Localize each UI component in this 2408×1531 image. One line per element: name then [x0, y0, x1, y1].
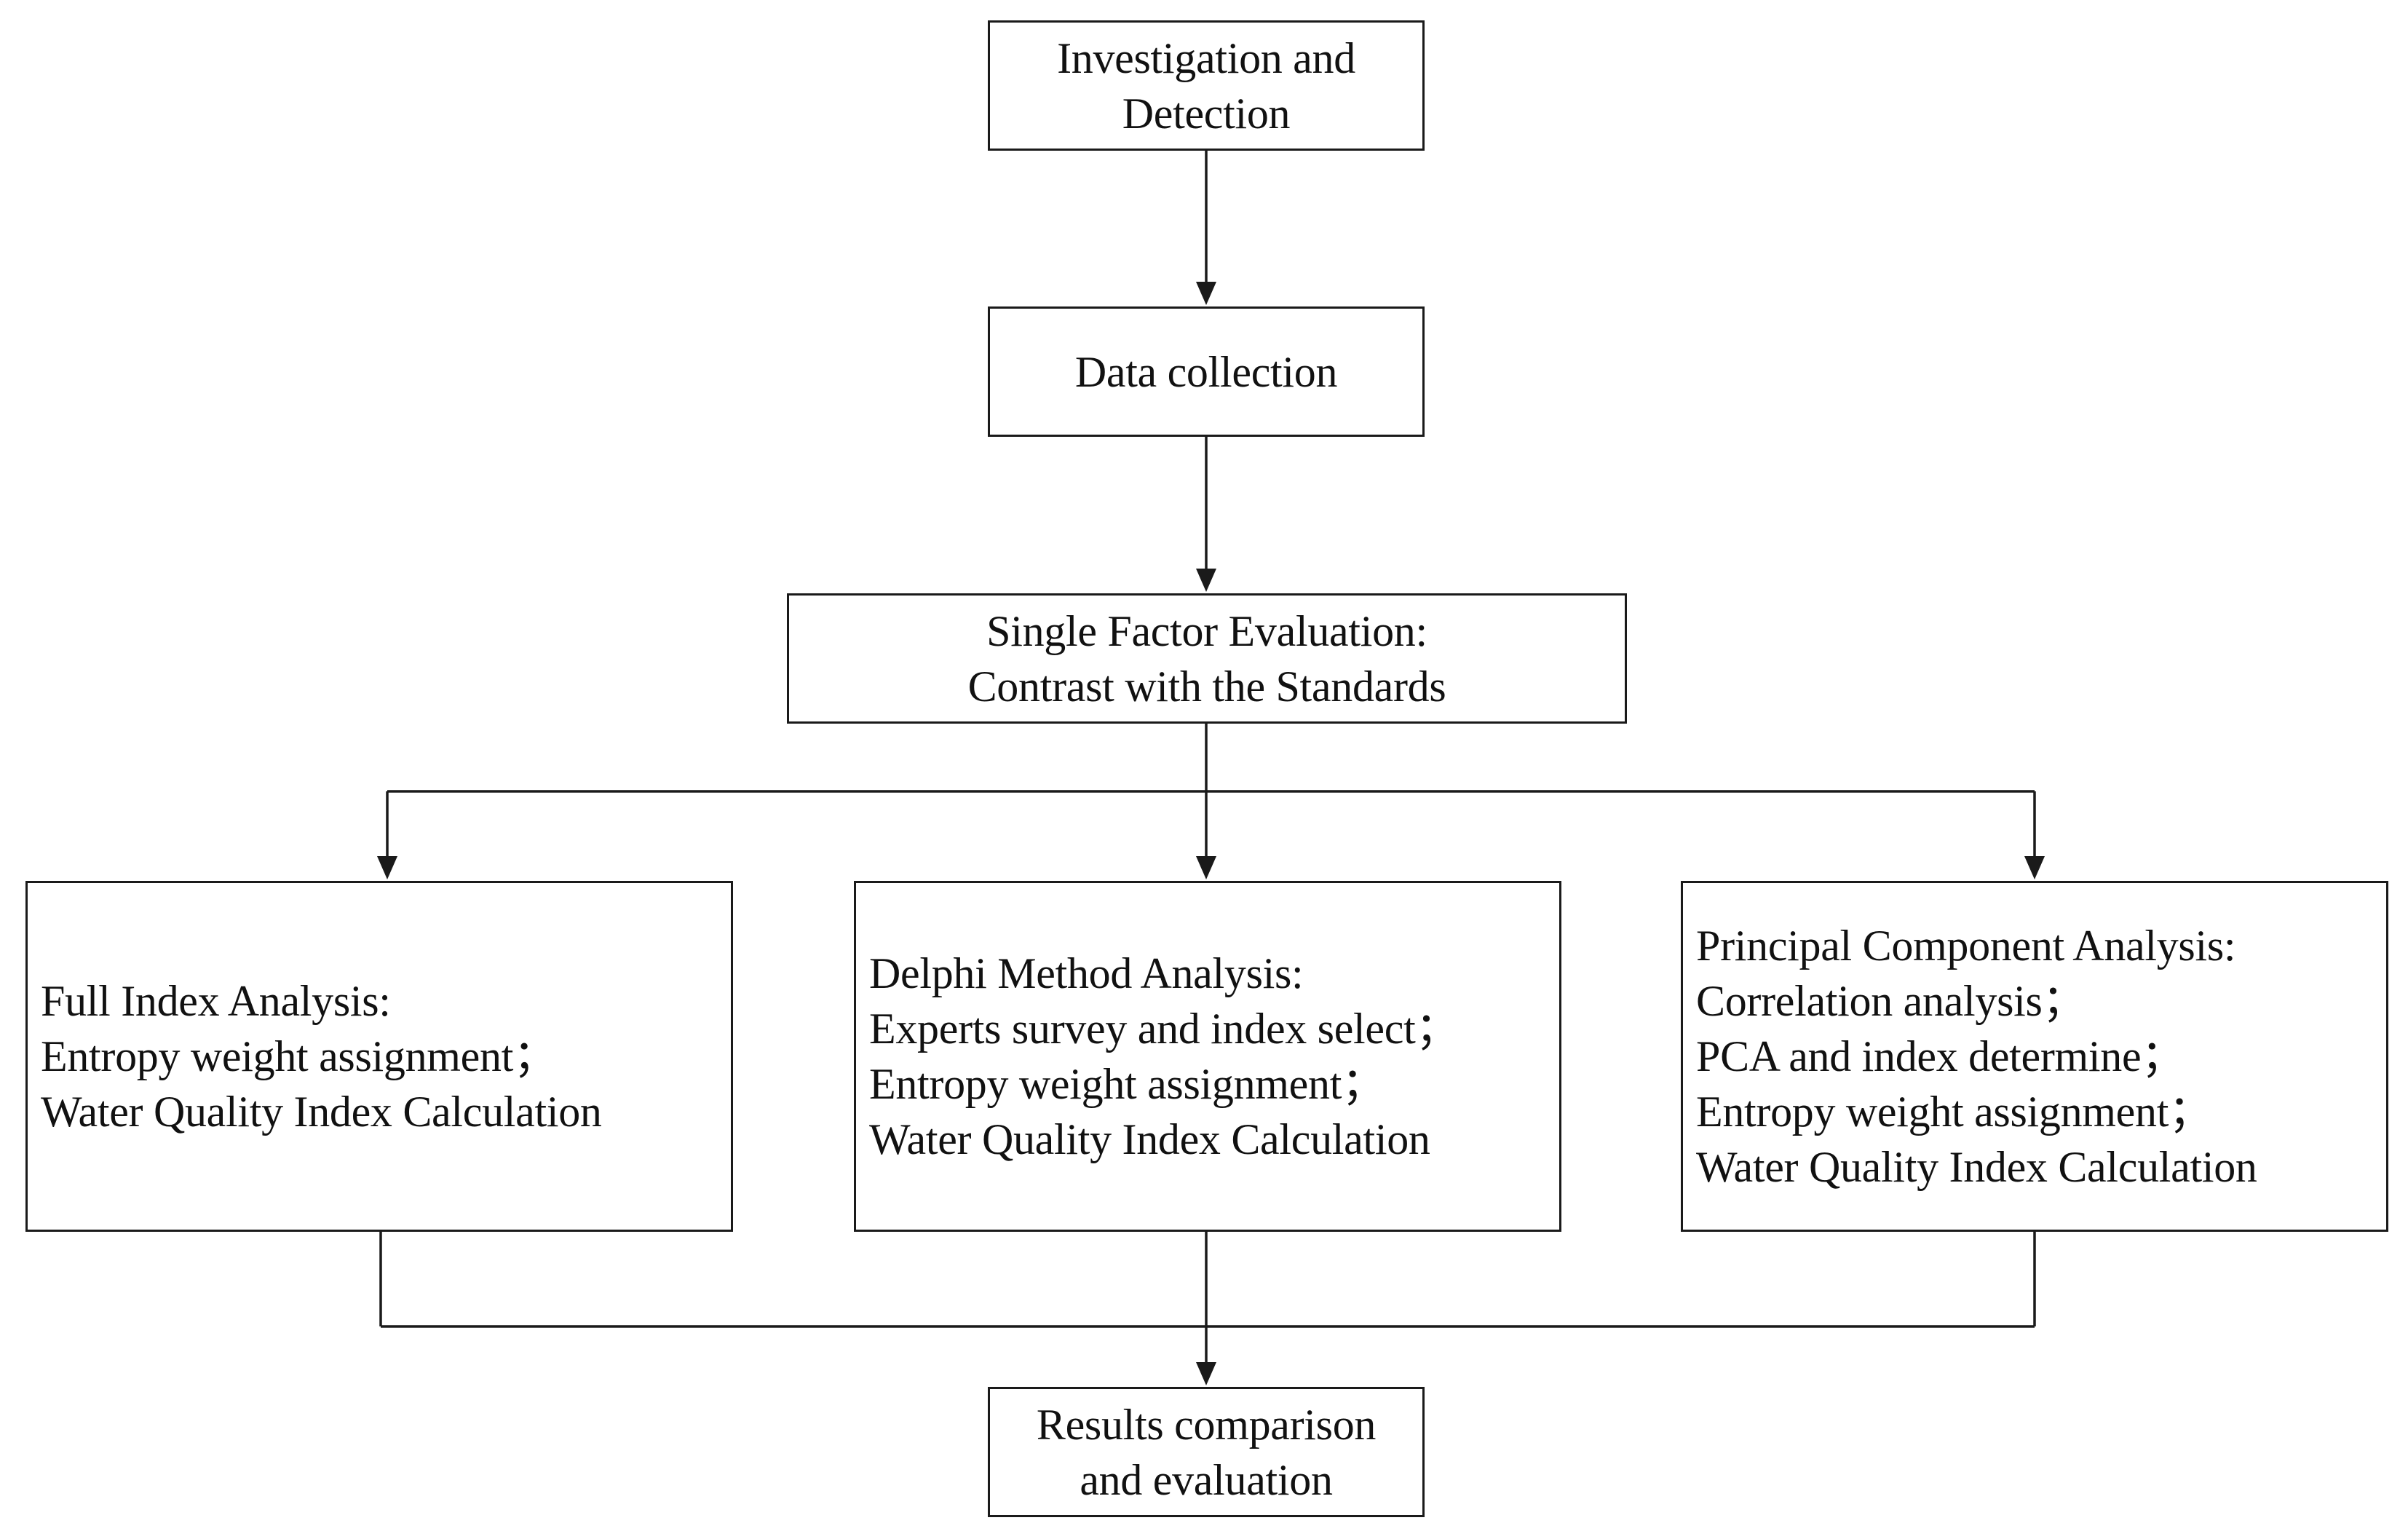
node-text-line: Water Quality Index Calculation	[869, 1115, 1430, 1163]
node-text-line: Results comparison	[1036, 1400, 1377, 1449]
node-text-line: Full Index Analysis:	[41, 977, 391, 1025]
node-text-line: Entropy weight assignment；	[869, 1060, 1385, 1108]
node-text-line: Contrast with the Standards	[967, 662, 1446, 711]
arrowhead-delphi	[1196, 856, 1216, 879]
node-text-line: Water Quality Index Calculation	[1696, 1143, 2257, 1191]
node-text-line: Single Factor Evaluation:	[986, 606, 1427, 655]
arrowhead-single-factor	[1196, 569, 1216, 592]
node-text-line: PCA and index determine；	[1696, 1032, 2185, 1080]
delphi-method-analysis-box: Delphi Method Analysis: Experts survey a…	[854, 881, 1561, 1232]
principal-component-analysis-box: Principal Component Analysis: Correlatio…	[1681, 881, 2388, 1232]
node-text-line: Detection	[1122, 89, 1291, 138]
node-text-line: Data collection	[1074, 347, 1338, 396]
node-text-line: and evaluation	[1080, 1455, 1333, 1504]
node-text-line: Investigation and	[1057, 33, 1355, 82]
arrowhead-pca	[2024, 856, 2045, 879]
arrowhead-data-collection	[1196, 282, 1216, 305]
results-comparison-box: Results comparison and evaluation	[988, 1387, 1425, 1517]
node-text-line: Entropy weight assignment；	[41, 1032, 557, 1080]
node-text-line: Correlation analysis；	[1696, 977, 2086, 1025]
investigation-detection-box: Investigation and Detection	[988, 20, 1425, 151]
node-text-line: Experts survey and index select；	[869, 1005, 1460, 1053]
node-text-line: Principal Component Analysis:	[1696, 922, 2236, 970]
arrowhead-full-index	[377, 856, 397, 879]
arrowhead-results	[1196, 1362, 1216, 1385]
node-text-line: Delphi Method Analysis:	[869, 949, 1304, 997]
node-text-line: Water Quality Index Calculation	[41, 1088, 602, 1136]
full-index-analysis-box: Full Index Analysis: Entropy weight assi…	[25, 881, 733, 1232]
single-factor-evaluation-box: Single Factor Evaluation: Contrast with …	[787, 593, 1627, 724]
node-text-line: Entropy weight assignment；	[1696, 1088, 2212, 1136]
data-collection-box: Data collection	[988, 306, 1425, 437]
